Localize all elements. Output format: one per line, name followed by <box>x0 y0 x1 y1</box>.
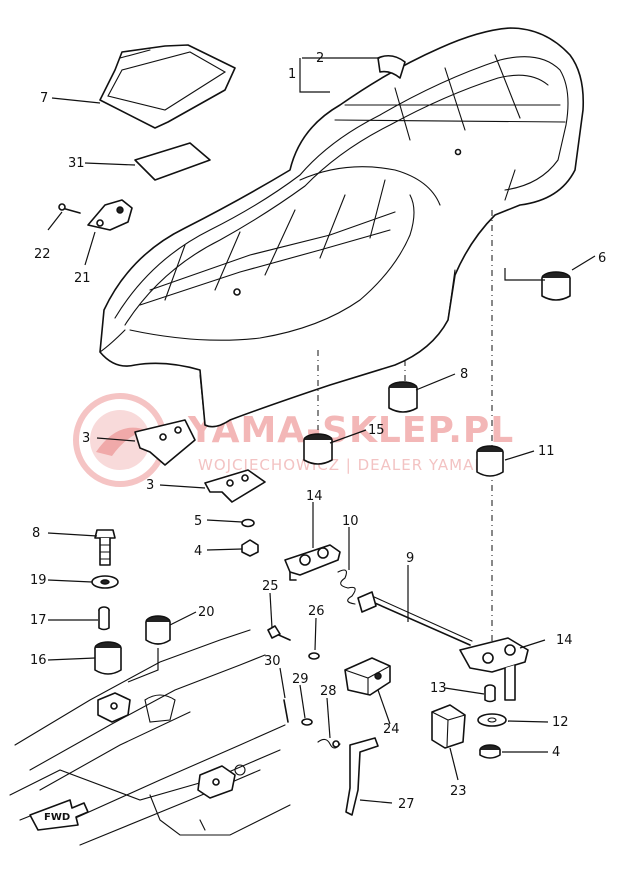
callout-31: 31 <box>68 156 85 171</box>
callout-8-upper: 8 <box>460 367 468 382</box>
watermark-title: YAMA-SKLEP.PL <box>187 410 514 451</box>
washer-26 <box>308 652 320 660</box>
callout-1: 1 <box>288 67 296 82</box>
watermark-subtitle: WOJCIECHOWICZ | DEALER YAMAHA <box>198 456 498 474</box>
callout-10: 10 <box>342 514 359 529</box>
callout-27: 27 <box>398 797 415 812</box>
callout-24: 24 <box>383 722 400 737</box>
callout-30: 30 <box>264 654 281 669</box>
callout-9: 9 <box>406 551 414 566</box>
callout-12: 12 <box>552 715 569 730</box>
bolt-25 <box>267 625 291 641</box>
collar-13 <box>484 684 496 703</box>
bracket-14-right <box>459 637 529 701</box>
lock-screw <box>58 203 81 214</box>
callout-28: 28 <box>320 684 337 699</box>
forward-direction-arrow-icon: FWD <box>29 799 89 831</box>
forward-direction-label: FWD <box>44 812 70 823</box>
lock-block-23 <box>431 704 466 749</box>
callout-23: 23 <box>450 784 467 799</box>
damper-16 <box>94 641 122 675</box>
washer-5 <box>241 518 255 528</box>
callout-16: 16 <box>30 653 47 668</box>
callout-19: 19 <box>30 573 47 588</box>
callout-5: 5 <box>194 514 202 529</box>
callout-14-left: 14 <box>306 489 323 504</box>
washer-12 <box>477 713 507 727</box>
callout-26: 26 <box>308 604 325 619</box>
leader-lines <box>47 57 596 804</box>
callout-21: 21 <box>74 271 91 286</box>
storage-tray <box>99 44 236 129</box>
callout-14-right: 14 <box>556 633 573 648</box>
callout-3-lower: 3 <box>146 478 154 493</box>
lock-rod-9 <box>357 591 473 646</box>
callout-3-upper: 3 <box>82 431 90 446</box>
nut-4-right <box>479 744 501 759</box>
callout-17: 17 <box>30 613 47 628</box>
bracket-3-upper <box>134 419 196 466</box>
seat-lock-assembly-24 <box>344 657 391 696</box>
washer-19 <box>91 575 119 589</box>
callout-labels: 1 2 7 31 22 21 6 8 15 11 3 3 5 4 14 10 9… <box>30 51 606 812</box>
callout-4-left: 4 <box>194 544 202 559</box>
callout-4-right: 4 <box>552 745 560 760</box>
callout-13: 13 <box>430 681 447 696</box>
callout-6: 6 <box>598 251 606 266</box>
nut-4-left <box>241 539 259 557</box>
cotter-pin-30 <box>283 699 289 723</box>
callout-7: 7 <box>40 91 48 106</box>
collar-17 <box>98 606 110 631</box>
bolt-18 <box>94 529 116 566</box>
callout-29: 29 <box>292 672 309 687</box>
assembly-center-lines <box>317 210 493 650</box>
callout-15: 15 <box>368 423 385 438</box>
bracket-14-left <box>284 544 341 581</box>
damper-11 <box>476 445 504 477</box>
damper-20 <box>145 615 171 645</box>
spring-10 <box>337 569 356 605</box>
hook-27 <box>345 737 379 816</box>
watermark: YAMA-SKLEP.PL WOJCIECHOWICZ | DEALER YAM… <box>73 393 514 487</box>
bracket-3-lower <box>204 469 266 503</box>
seat-strap <box>377 54 406 79</box>
callout-8-lower: 8 <box>32 526 40 541</box>
seat-lock <box>87 199 133 231</box>
callout-11: 11 <box>538 444 555 459</box>
callout-2: 2 <box>316 51 324 66</box>
frame-section <box>9 629 291 846</box>
damper-15 <box>303 433 333 465</box>
spring-28 <box>317 738 341 749</box>
washer-29 <box>301 718 313 726</box>
damper-8 <box>388 381 418 413</box>
caution-label <box>134 142 211 181</box>
seat-assembly <box>99 27 585 428</box>
callout-25: 25 <box>262 579 279 594</box>
damper-6 <box>541 271 571 301</box>
callout-20: 20 <box>198 605 215 620</box>
callout-22: 22 <box>34 247 51 262</box>
